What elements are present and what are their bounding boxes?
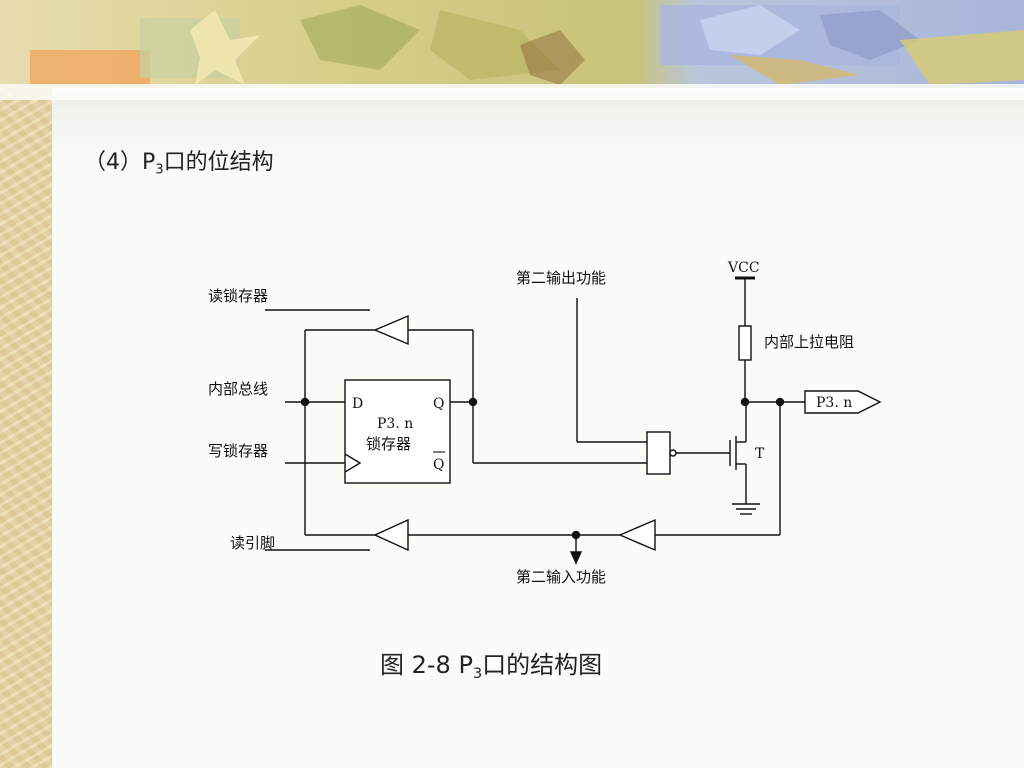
latch-name: P3. n xyxy=(377,416,413,432)
header-banner-image xyxy=(0,0,1024,100)
port-pin-label: P3. n xyxy=(816,395,852,411)
caption-subscript: 3 xyxy=(472,666,483,683)
pullup-resistor xyxy=(738,325,752,361)
left-decorative-strip xyxy=(0,0,52,768)
latch-subtitle: 锁存器 xyxy=(366,435,411,453)
figure-caption: 图 2-8 P3口的结构图 xyxy=(380,645,602,682)
second-output-label: 第二输出功能 xyxy=(516,269,606,287)
section-heading: （4）P3口的位结构 xyxy=(84,144,274,178)
read-latch-buffer xyxy=(373,314,409,346)
write-latch-label: 写锁存器 xyxy=(208,442,268,460)
read-latch-label: 读锁存器 xyxy=(208,287,268,305)
input-buffer xyxy=(618,518,656,552)
caption-prefix: 图 2-8 P xyxy=(380,651,473,679)
pin-q-label: Q xyxy=(433,396,444,412)
read-pin-label: 读引脚 xyxy=(230,534,275,552)
caption-suffix: 口的结构图 xyxy=(482,651,603,679)
content-background xyxy=(52,90,1024,768)
vcc-label: VCC xyxy=(727,260,760,276)
internal-bus-label: 内部总线 xyxy=(208,380,268,398)
second-input-label: 第二输入功能 xyxy=(516,568,606,586)
transistor-label: T xyxy=(755,446,765,462)
p3-port-bit-structure-diagram: 读锁存器 内部总线 写锁存器 读引脚 第二输出功能 第二输入功能 VCC 内部上… xyxy=(208,260,882,586)
heading-suffix: 口的位结构 xyxy=(163,150,274,175)
p3n-latch-box xyxy=(344,379,451,484)
read-pin-buffer xyxy=(373,518,409,552)
heading-prefix: （4） xyxy=(84,150,142,175)
port-pin-flag xyxy=(804,390,882,414)
nand-gate xyxy=(646,431,671,475)
pullup-label: 内部上拉电阻 xyxy=(764,333,854,351)
pin-d-label: D xyxy=(352,396,363,412)
heading-port-subscript: 3 xyxy=(155,162,164,178)
heading-port-letter: P xyxy=(142,150,156,175)
pin-qbar-label: Q xyxy=(433,457,444,473)
